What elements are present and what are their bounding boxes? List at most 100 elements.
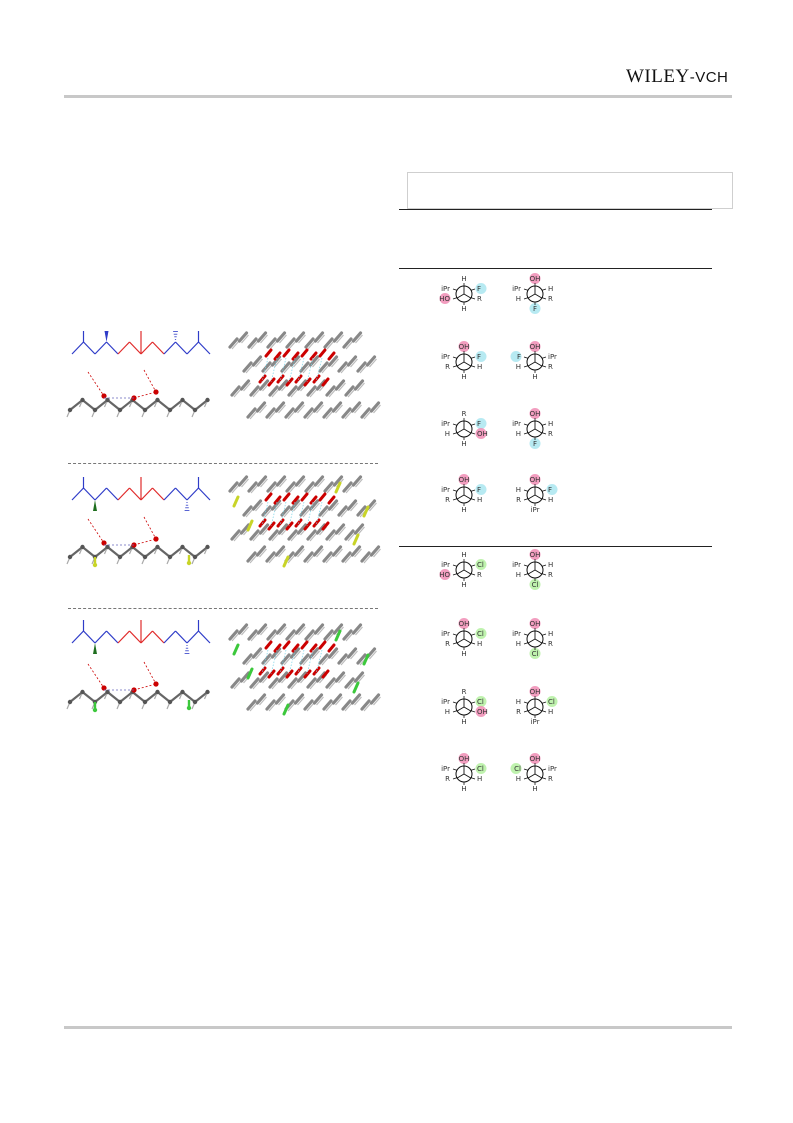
front-bond — [527, 569, 536, 575]
substituent-label-upper-left: iPr — [441, 561, 450, 569]
h-bond-network — [297, 357, 305, 383]
packed-molecule-unit — [293, 693, 305, 706]
chain-bond — [94, 630, 107, 644]
carbon-atom — [192, 407, 198, 413]
substituent-label-bottom: H — [461, 650, 466, 658]
packed-molecule-unit — [313, 623, 325, 636]
packed-molecule-unit — [344, 385, 356, 398]
packed-molecule-unit — [337, 361, 349, 374]
carbon-atom — [180, 544, 185, 550]
front-bond — [456, 361, 465, 367]
substituent-label-top: OH — [459, 476, 470, 484]
front-bond — [534, 428, 543, 434]
packed-molecule-unit — [256, 475, 268, 488]
chain-bond — [117, 487, 130, 501]
packed-molecule-unit — [251, 355, 263, 368]
halogen-substituent — [362, 653, 370, 666]
packed-molecule-unit — [287, 529, 299, 542]
substituent-highlight — [458, 753, 470, 764]
packed-molecule-unit — [266, 629, 278, 642]
packed-molecule-unit — [318, 361, 330, 374]
substituent-label-upper-right: H — [548, 561, 553, 569]
substituent-label-lower-right: R — [477, 295, 482, 303]
front-bond — [463, 361, 472, 367]
chain-bond — [152, 341, 165, 355]
back-bond — [541, 498, 547, 501]
substituent-label-top: OH — [530, 410, 541, 418]
carbon-atom — [167, 699, 173, 705]
substituent-label-upper-left: iPr — [441, 285, 450, 293]
back-bond — [523, 564, 529, 567]
model-bond — [81, 399, 96, 411]
chain-bond — [163, 341, 176, 355]
packed-molecule-unit — [228, 481, 240, 494]
h-bond-network — [315, 649, 323, 675]
substituent-label-lower-right: R — [548, 571, 553, 579]
back-bond — [523, 423, 529, 426]
stereo-wedge — [104, 331, 109, 342]
halogen-substituent — [334, 629, 342, 642]
carbon-atom — [142, 699, 148, 705]
substituent-label-upper-right: H — [548, 420, 553, 428]
substituent-label-upper-left: iPr — [441, 353, 450, 361]
packed-molecule-unit — [293, 401, 305, 414]
back-bond — [523, 498, 529, 501]
logo-sep: - — [689, 69, 696, 86]
front-bond — [527, 428, 536, 434]
packed-molecule-unit — [265, 699, 277, 712]
model-bond — [94, 691, 109, 703]
chain-bond — [83, 630, 96, 644]
packed-molecule-unit — [306, 677, 318, 690]
packed-molecule-unit — [360, 551, 372, 564]
packed-molecule-unit — [306, 529, 318, 542]
crystal-packing-a — [228, 331, 381, 420]
stereo-wedge — [93, 643, 97, 654]
carbon-atom — [80, 397, 85, 403]
front-bond — [534, 773, 543, 779]
substituent-label-upper-right: Cl — [477, 698, 484, 706]
packed-molecule-unit — [284, 407, 296, 420]
carbon-atom — [117, 699, 123, 705]
h-bond-network — [270, 357, 278, 383]
back-bond — [452, 365, 458, 368]
packed-molecule-unit — [237, 331, 249, 344]
carbon-atom — [155, 689, 160, 695]
packed-molecule-unit — [356, 361, 368, 374]
packed-molecule-unit — [275, 331, 287, 344]
packed-molecule-unit — [334, 523, 346, 536]
back-bond — [541, 297, 547, 300]
carbon-atom — [67, 699, 73, 705]
model-bond — [169, 399, 184, 411]
substituent-label-bottom: iPr — [531, 506, 540, 514]
front-bond — [534, 293, 543, 299]
chain-bond — [83, 341, 96, 355]
h-bond-network — [288, 501, 296, 527]
packed-molecule-unit — [332, 331, 344, 344]
substituent-highlight — [529, 753, 541, 764]
packed-molecule-unit — [325, 677, 337, 690]
substituent-highlight — [529, 686, 541, 697]
packed-molecule-unit — [294, 475, 306, 488]
substituent-label-bottom: H — [532, 373, 537, 381]
hydroxyl-cluster — [303, 521, 312, 531]
hydroxyl-cluster — [300, 640, 309, 650]
crystal-packing-b — [228, 475, 381, 568]
back-bond — [452, 498, 458, 501]
carbon-atom — [105, 544, 110, 550]
packed-molecule-unit — [268, 529, 280, 542]
front-bond — [527, 706, 536, 712]
chain-bond — [140, 341, 153, 355]
packed-molecule-unit — [304, 481, 316, 494]
substituent-label-upper-left: iPr — [441, 420, 450, 428]
packed-molecule-unit — [242, 505, 254, 518]
packed-molecule-unit — [247, 337, 259, 350]
back-bond — [523, 633, 529, 636]
packed-molecule-unit — [230, 677, 242, 690]
substituent-highlight — [475, 763, 487, 774]
substituent-label-lower-right: R — [548, 775, 553, 783]
packed-molecule-unit — [285, 337, 297, 350]
